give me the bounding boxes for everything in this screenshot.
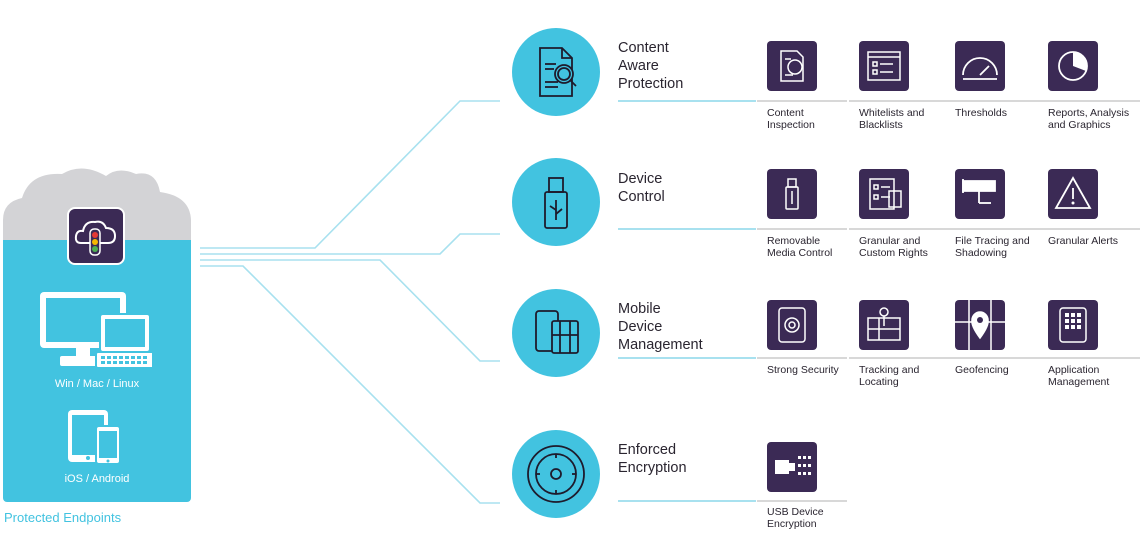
cloud-traffic-light-app-icon <box>67 207 125 265</box>
rights-checklist-icon <box>859 169 909 219</box>
category-mobile-title: Mobile Device Management <box>618 301 703 353</box>
connector-encryption <box>200 265 500 504</box>
checklist-window-icon <box>859 41 909 91</box>
feature-underline <box>945 100 1039 102</box>
category-encryption-title: Enforced Encryption <box>618 442 687 476</box>
mobile-os-label: iOS / Android <box>64 473 130 485</box>
feature-strong-security-label: Strong Security <box>767 364 839 376</box>
connector-mobile <box>200 259 500 362</box>
connector-content-aware <box>200 100 500 249</box>
category-encryption-circle <box>512 430 600 518</box>
feature-underline <box>945 357 1039 359</box>
feature-underline <box>945 228 1039 230</box>
gauge-icon <box>955 41 1005 91</box>
category-encryption-underline <box>618 500 756 502</box>
feature-underline <box>757 500 847 502</box>
feature-underline <box>1039 357 1140 359</box>
map-pin-icon <box>859 300 909 350</box>
tablet-gear-icon <box>767 300 817 350</box>
tablet-apps-icon <box>1048 300 1098 350</box>
mobile-map-icon <box>535 310 579 354</box>
usb-drive-icon <box>544 177 568 229</box>
vault-dial-icon <box>527 445 585 503</box>
feature-underline <box>757 357 847 359</box>
protected-endpoints-label: Protected Endpoints <box>4 510 122 525</box>
feature-underline <box>849 100 945 102</box>
feature-underline <box>757 228 847 230</box>
usb-stick-icon <box>767 169 817 219</box>
category-mobile-underline <box>618 357 756 359</box>
connector-device-control <box>200 233 500 255</box>
usb-encryption-icon <box>767 442 817 492</box>
feature-underline <box>1039 100 1140 102</box>
feature-granular-alerts-label: Granular Alerts <box>1048 235 1119 247</box>
geofence-pin-icon <box>955 300 1005 350</box>
category-content-aware-title: Content Aware Protection <box>618 40 684 92</box>
category-mobile-circle <box>512 289 600 377</box>
category-device-control-title: Device Control <box>618 171 665 205</box>
feature-underline <box>849 228 945 230</box>
warning-triangle-icon <box>1048 169 1098 219</box>
pie-chart-icon <box>1048 41 1098 91</box>
feature-underline <box>1039 228 1140 230</box>
feature-underline <box>849 357 945 359</box>
desktop-laptop-icon <box>40 292 152 369</box>
desktop-os-label: Win / Mac / Linux <box>54 378 140 390</box>
feature-underline <box>757 100 847 102</box>
document-scan-icon <box>539 47 577 97</box>
tablet-phone-icon <box>68 410 121 465</box>
category-device-control-circle <box>512 158 600 246</box>
category-device-control-underline <box>618 228 756 230</box>
feature-thresholds-label: Thresholds <box>955 107 1007 119</box>
category-content-aware-underline <box>618 100 756 102</box>
feature-geofencing-label: Geofencing <box>955 364 1009 376</box>
security-camera-icon <box>955 169 1005 219</box>
document-inspection-icon <box>767 41 817 91</box>
category-content-aware-circle <box>512 28 600 116</box>
